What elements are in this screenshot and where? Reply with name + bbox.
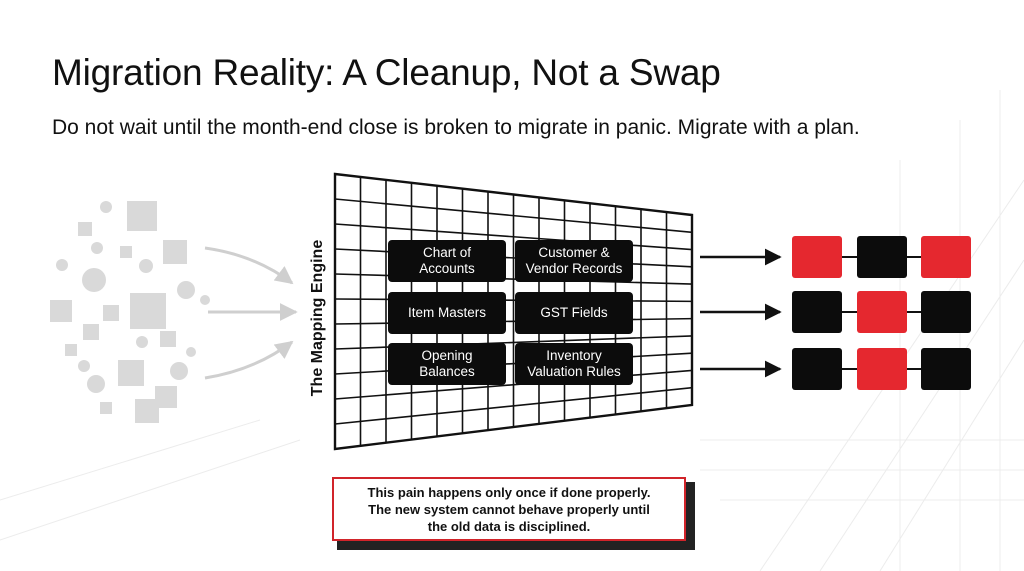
scatter-dot	[82, 268, 106, 292]
scatter-dot	[87, 375, 105, 393]
scatter-square	[163, 240, 187, 264]
output-arrows	[700, 248, 782, 378]
scatter-square	[100, 402, 112, 414]
scatter-dot	[136, 336, 148, 348]
grid-line	[335, 386, 692, 425]
output-block-red	[921, 236, 971, 278]
scatter-square	[65, 344, 77, 356]
scatter-square	[155, 386, 177, 408]
mapping-item-gst-fields: GST Fields	[515, 292, 633, 334]
structured-output	[792, 236, 971, 390]
input-arrow	[204, 340, 294, 380]
output-block-black	[792, 348, 842, 390]
scatter-square	[135, 399, 159, 423]
scatter-square	[78, 222, 92, 236]
scatter-dot	[139, 259, 153, 273]
mapping-item-opening-balances: Opening Balances	[388, 343, 506, 385]
mapping-item-customer-vendor-records: Customer & Vendor Records	[515, 240, 633, 282]
page-title: Migration Reality: A Cleanup, Not a Swap	[52, 52, 721, 93]
input-arrows	[204, 246, 298, 380]
grid-line	[335, 198, 692, 234]
page-subtitle: Do not wait until the month-end close is…	[52, 116, 860, 139]
scatter-dot	[170, 362, 188, 380]
output-block-red	[792, 236, 842, 278]
output-block-red	[857, 291, 907, 333]
output-block-black	[921, 348, 971, 390]
scatter-dot	[78, 360, 90, 372]
output-block-black	[792, 291, 842, 333]
scatter-square	[127, 201, 157, 231]
mapping-item-inventory-valuation-rules: Inventory Valuation Rules	[515, 343, 633, 385]
callout-note: This pain happens only once if done prop…	[332, 477, 686, 541]
output-block-black	[857, 236, 907, 278]
scatter-dot	[186, 347, 196, 357]
output-block-black	[921, 291, 971, 333]
scatter-dot	[177, 281, 195, 299]
scatter-dot	[56, 259, 68, 271]
raw-data-scatter	[50, 201, 210, 423]
engine-label: The Mapping Engine	[309, 239, 326, 397]
scatter-dot	[91, 242, 103, 254]
scatter-square	[120, 246, 132, 258]
mapping-item-item-masters: Item Masters	[388, 292, 506, 334]
output-block-red	[857, 348, 907, 390]
scatter-square	[50, 300, 72, 322]
scatter-square	[83, 324, 99, 340]
scatter-dot	[100, 201, 112, 213]
scatter-square	[118, 360, 144, 386]
scatter-dot	[200, 295, 210, 305]
mapping-item-chart-of-accounts: Chart of Accounts	[388, 240, 506, 282]
input-arrow	[204, 246, 294, 285]
scatter-square	[103, 305, 119, 321]
scatter-square	[130, 293, 166, 329]
scatter-square	[160, 331, 176, 347]
